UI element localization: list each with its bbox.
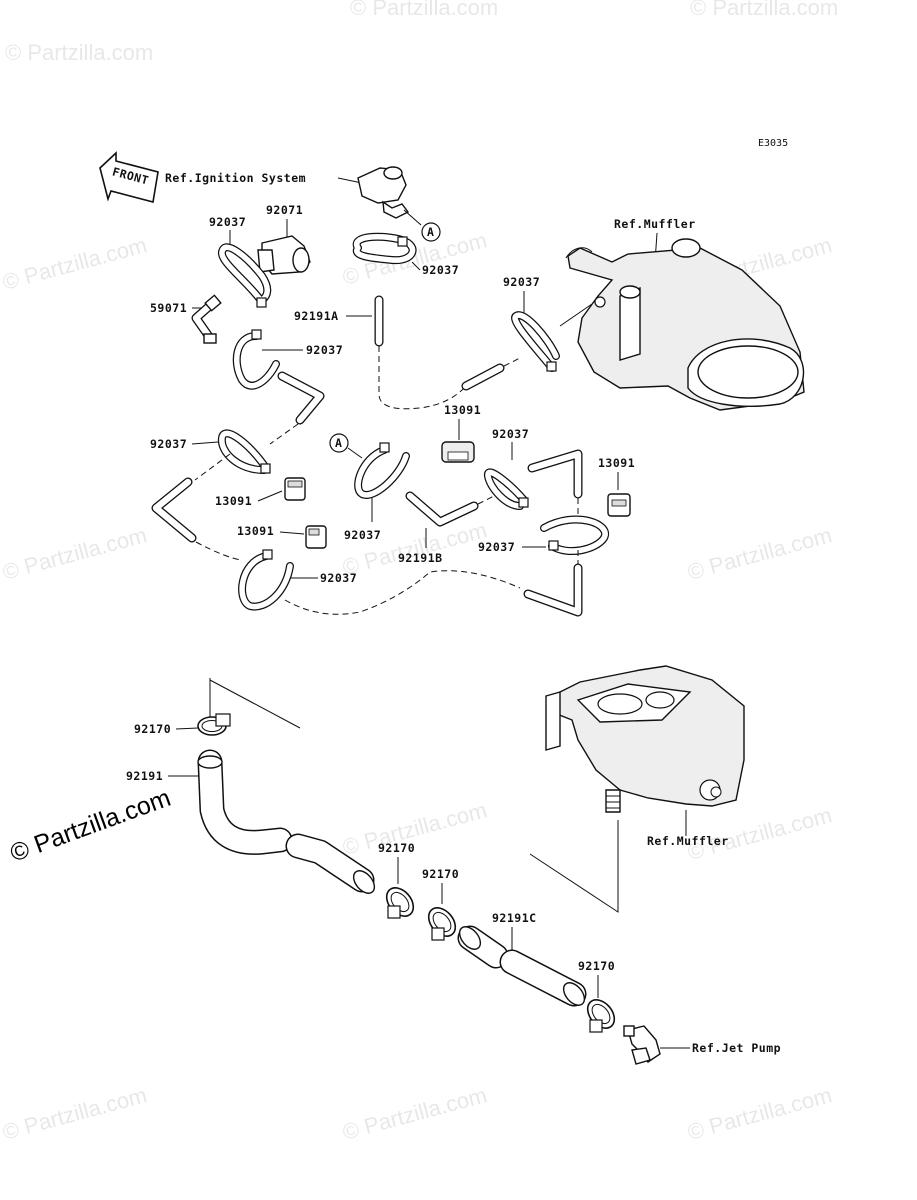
- watermark: © Partzilla.com: [685, 522, 835, 585]
- routing-path: [194, 453, 231, 481]
- band-clamp-92037: [217, 429, 271, 474]
- muffler-bottom: [545, 665, 745, 813]
- hose-92191: [197, 749, 293, 855]
- part-number-13091: 13091: [237, 524, 274, 538]
- part-number-92191: 92191: [126, 769, 163, 783]
- band-clamp-92037: [352, 232, 417, 265]
- part-number-13091: 13091: [215, 494, 252, 508]
- routing-path: [503, 357, 521, 367]
- ref-ignition-label: Ref.Ignition System: [165, 171, 306, 185]
- ref-jet-pump-label: Ref.Jet Pump: [692, 1041, 781, 1055]
- part-number-92170: 92170: [134, 722, 171, 736]
- hose-92191B: [405, 491, 479, 527]
- hose-clamp-92170: [427, 907, 457, 941]
- front-arrow-icon: FRONT: [99, 151, 159, 203]
- check-valve-92071: [257, 235, 311, 275]
- routing-path: [195, 541, 243, 561]
- band-clamp-92037: [218, 243, 272, 308]
- jet-pump-elbow: [623, 1025, 661, 1065]
- svg-text:A: A: [427, 225, 434, 239]
- ignition-fitting: [357, 166, 422, 226]
- part-number-59071: 59071: [150, 301, 187, 315]
- elbow-fitting-59071: [191, 294, 222, 344]
- watermark-dark: © Partzilla.com: [6, 784, 174, 868]
- grommet-13091: [441, 441, 475, 463]
- hose-segment: [151, 477, 197, 543]
- grommet-13091: [284, 477, 306, 501]
- grommet-13091: [607, 493, 631, 517]
- watermark: © Partzilla.com: [690, 0, 838, 20]
- svg-text:A: A: [335, 436, 342, 450]
- watermark: © Partzilla.com: [0, 232, 149, 295]
- part-number-92170: 92170: [378, 841, 415, 855]
- band-clamp-92037: [232, 329, 280, 390]
- part-number-92191A: 92191A: [294, 309, 339, 323]
- leader-line: [337, 177, 363, 184]
- routing-path: [378, 346, 467, 410]
- part-number-92170: 92170: [422, 867, 459, 881]
- watermark: © Partzilla.com: [350, 0, 498, 20]
- callout-a-marker: A: [421, 222, 441, 242]
- hose-clamp-92170: [586, 999, 616, 1033]
- hose-segment: [277, 371, 325, 425]
- part-number-13091: 13091: [598, 456, 635, 470]
- band-clamp-92037: [540, 515, 609, 556]
- part-number-92037: 92037: [320, 571, 357, 585]
- part-number-92037: 92037: [478, 540, 515, 554]
- part-number-92037: 92037: [503, 275, 540, 289]
- frame-line: [529, 820, 619, 913]
- part-number-92037: 92037: [492, 427, 529, 441]
- watermark: © Partzilla.com: [685, 1082, 835, 1145]
- band-clamp-92037: [238, 549, 294, 611]
- callout-a-marker: A: [329, 433, 349, 453]
- hose-92191C-short: [457, 925, 509, 969]
- routing-path: [269, 423, 299, 445]
- band-clamp-92037: [484, 468, 529, 510]
- hose-clamp-92170: [385, 887, 415, 919]
- part-number-92071: 92071: [266, 203, 303, 217]
- routing-path: [284, 570, 521, 615]
- ref-muffler-label-bottom: Ref.Muffler: [647, 834, 729, 848]
- hose-segment: [461, 363, 505, 391]
- watermark: © Partzilla.com: [5, 40, 153, 65]
- part-number-92037: 92037: [209, 215, 246, 229]
- diagram-code: E3035: [758, 138, 788, 149]
- part-number-92170: 92170: [578, 959, 615, 973]
- part-number-92037: 92037: [344, 528, 381, 542]
- muffler-top: [565, 238, 805, 411]
- hose-segment: [523, 563, 583, 617]
- grommet-13091: [305, 525, 327, 549]
- band-clamp-92037: [354, 442, 410, 499]
- part-number-92037: 92037: [422, 263, 459, 277]
- watermark: © Partzilla.com: [0, 522, 149, 585]
- hose-clamp-92170: [197, 713, 231, 736]
- part-number-92037: 92037: [150, 437, 187, 451]
- watermark: © Partzilla.com: [340, 1082, 490, 1145]
- part-number-13091: 13091: [444, 403, 481, 417]
- routing-path: [477, 495, 495, 505]
- frame-line: [209, 679, 301, 729]
- part-number-92037: 92037: [306, 343, 343, 357]
- hose-segment: [527, 449, 583, 499]
- watermark: © Partzilla.com: [340, 517, 490, 580]
- part-number-92191B: 92191B: [398, 551, 443, 565]
- ref-muffler-label-top: Ref.Muffler: [614, 217, 696, 231]
- hose-92191C: [499, 949, 587, 1007]
- hose-92191-end: [285, 833, 376, 894]
- band-clamp-92037: [511, 311, 560, 372]
- watermark: © Partzilla.com: [0, 1082, 149, 1145]
- part-number-92191C: 92191C: [492, 911, 537, 925]
